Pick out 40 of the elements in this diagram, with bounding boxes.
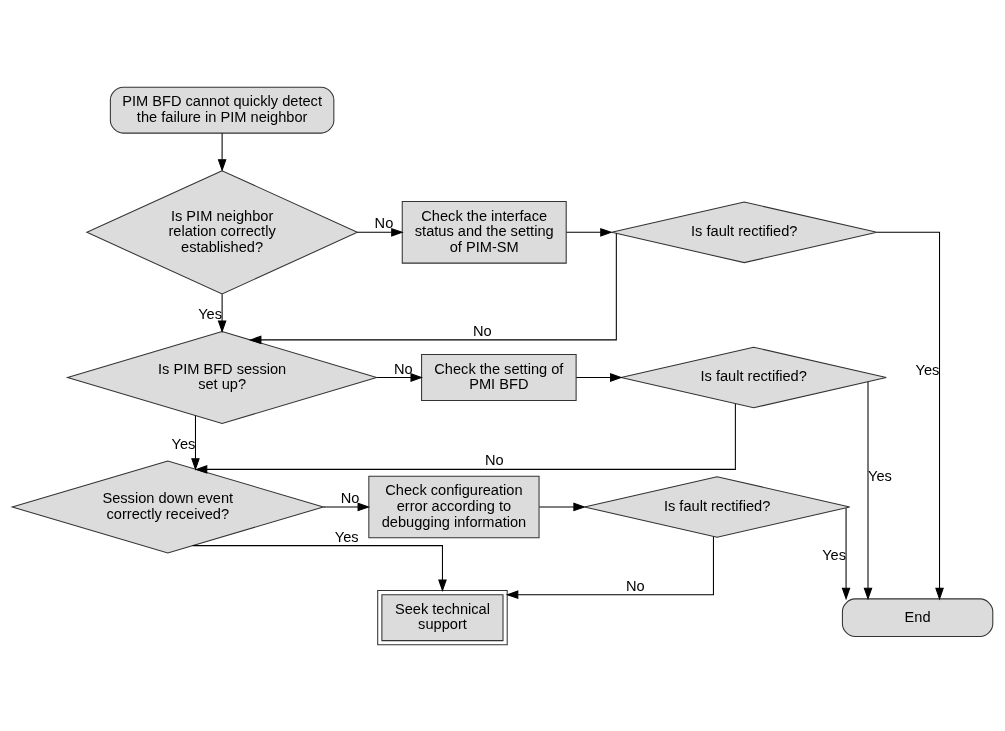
edge-label: No bbox=[394, 360, 413, 377]
node-diamond: Is fault rectified? bbox=[611, 201, 878, 263]
arrow bbox=[194, 403, 736, 474]
edge-label: No bbox=[485, 451, 504, 468]
arrow bbox=[538, 502, 586, 511]
node-diamond: Is fault rectified? bbox=[620, 346, 887, 408]
arrow bbox=[876, 231, 944, 600]
node-box: Check the interface status and the setting of PIM-SM bbox=[401, 200, 567, 264]
arrow bbox=[863, 381, 873, 600]
arrow bbox=[192, 544, 447, 592]
edge-label: No bbox=[625, 577, 645, 594]
arrow bbox=[566, 227, 613, 237]
arrow bbox=[841, 507, 851, 600]
edge-label: Yes bbox=[822, 546, 846, 563]
edge-label: No bbox=[340, 489, 360, 506]
node-box: Seek technical support bbox=[377, 589, 508, 645]
node-box: End bbox=[841, 597, 994, 637]
arrow bbox=[191, 414, 200, 471]
node-diamond: Is PIM BFD session set up? bbox=[65, 330, 379, 424]
node-diamond: Session down event correctly received? bbox=[10, 460, 326, 553]
arrow bbox=[248, 232, 617, 344]
edge-label: Yes bbox=[334, 528, 359, 545]
arrow bbox=[217, 132, 227, 172]
arrow bbox=[322, 502, 371, 511]
node-box: Check configureation error according to debugging information bbox=[368, 475, 540, 538]
node-diamond: Is PIM neighbor relation correctly established? bbox=[85, 169, 359, 294]
arrow bbox=[217, 293, 227, 333]
arrow bbox=[376, 372, 423, 382]
arrow bbox=[356, 227, 404, 237]
edge-label: Yes bbox=[198, 305, 223, 322]
edge-label: No bbox=[374, 214, 394, 231]
edge-label: Yes bbox=[171, 435, 196, 452]
node-diamond: Is fault rectified? bbox=[583, 475, 851, 538]
edge-label: Yes bbox=[868, 467, 892, 484]
arrow bbox=[505, 535, 714, 599]
edge-label: Yes bbox=[915, 361, 940, 378]
arrow bbox=[575, 372, 623, 382]
edge-label: No bbox=[473, 322, 492, 339]
node-box: PIM BFD cannot quickly detect the failure in PIM neighbor bbox=[109, 86, 335, 134]
node-box: Check the setting of PMI BFD bbox=[421, 353, 577, 401]
